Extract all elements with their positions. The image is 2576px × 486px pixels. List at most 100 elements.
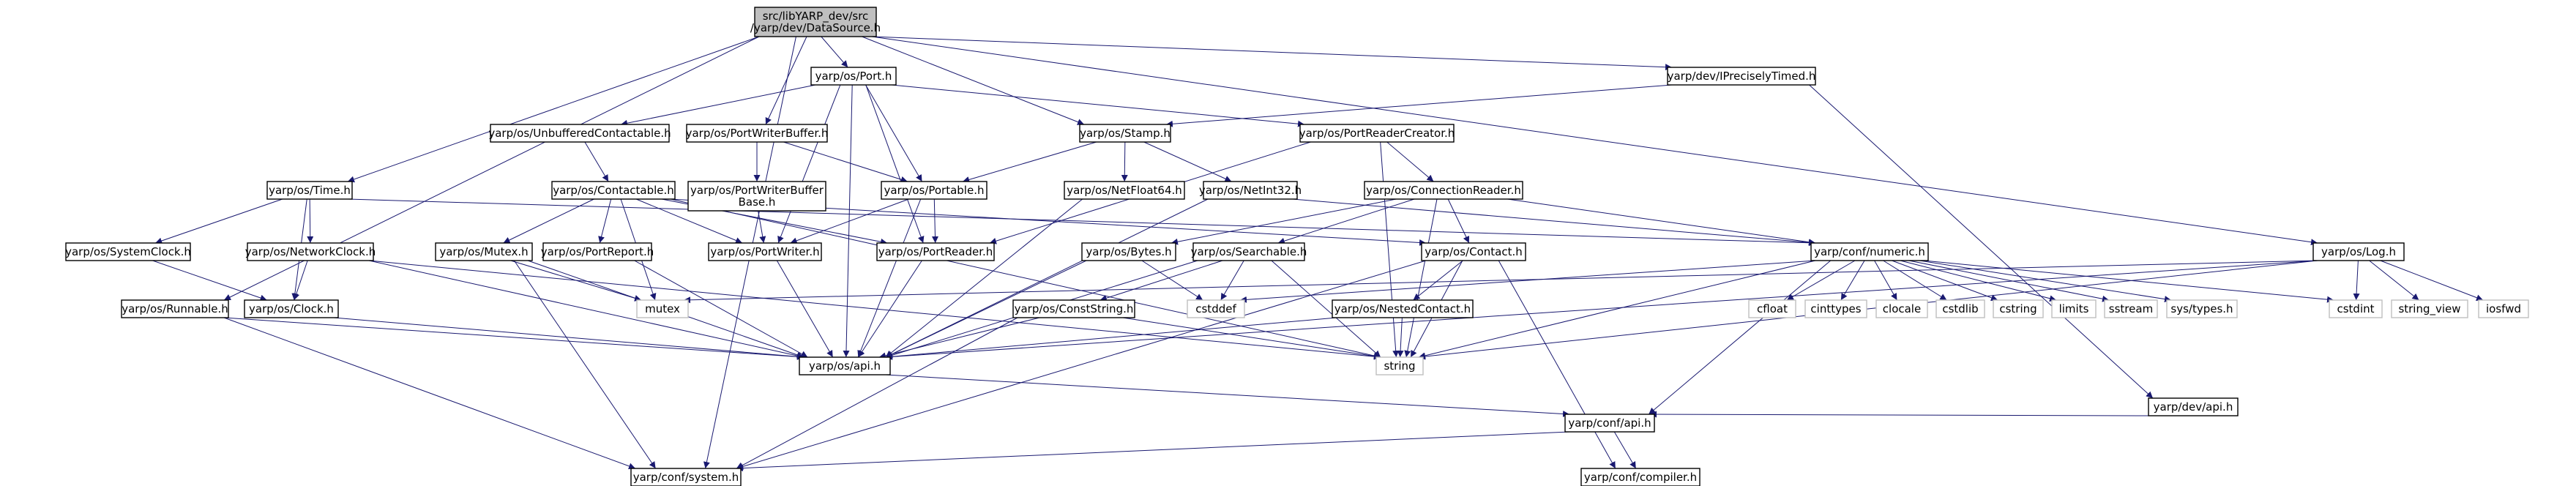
node-numeric[interactable]: yarp/conf/numeric.h — [1810, 242, 1929, 261]
node-box — [1332, 299, 1474, 318]
node-box — [1081, 242, 1176, 261]
node-cstdlib: cstdlib — [1935, 299, 1985, 318]
node-netint32[interactable]: yarp/os/NetInt32.h — [1199, 181, 1302, 200]
edge-unbuffered-to-contactable — [584, 141, 609, 182]
edge-contactable-to-portwriter — [635, 198, 743, 244]
node-mutex: mutex — [636, 299, 689, 318]
node-label: iosfwd — [2486, 302, 2521, 315]
node-box — [1748, 299, 1796, 318]
edge-netfloat64-to-os-api — [885, 198, 1083, 358]
node-unbuffered[interactable]: yarp/os/UnbufferedContactable.h — [488, 124, 671, 143]
node-box — [1187, 299, 1245, 318]
node-mutex-h[interactable]: yarp/os/Mutex.h — [435, 242, 533, 261]
node-label: yarp/os/api.h — [809, 359, 881, 373]
node-portwriter[interactable]: yarp/os/PortWriter.h — [708, 242, 822, 261]
node-nestedcontact[interactable]: yarp/os/NestedContact.h — [1332, 299, 1474, 318]
edge-iprecisely-to-dev-api — [1809, 84, 2154, 399]
edge-nestedcontact-to-string — [1397, 317, 1404, 358]
edge-nestedcontact-to-os-api — [885, 317, 1337, 360]
node-box — [1580, 468, 1700, 486]
edge-bytes-to-os-api — [885, 260, 1087, 358]
node-log[interactable]: yarp/os/Log.h — [2312, 242, 2405, 261]
node-contact[interactable]: yarp/os/Contact.h — [1421, 242, 1526, 261]
edge-port-to-portable — [865, 84, 922, 182]
node-netfloat64[interactable]: yarp/os/NetFloat64.h — [1064, 181, 1185, 200]
edge-numeric-to-sstream — [1908, 260, 2110, 302]
edge-log-to-cstdint — [2353, 260, 2360, 301]
node-root[interactable]: src/libYARP_dev/src/yarp/dev/DataSource.… — [750, 7, 881, 37]
node-port[interactable]: yarp/os/Port.h — [810, 67, 897, 86]
node-label: yarp/conf/numeric.h — [1814, 245, 1925, 258]
node-label: yarp/conf/compiler.h — [1584, 471, 1697, 484]
node-runnable[interactable]: yarp/os/Runnable.h — [121, 299, 229, 318]
node-searchable[interactable]: yarp/os/Searchable.h — [1191, 242, 1307, 261]
node-portwriterbuffer[interactable]: yarp/os/PortWriterBuffer.h — [686, 124, 829, 143]
node-connectionreader[interactable]: yarp/os/ConnectionReader.h — [1364, 181, 1523, 200]
edge-networkclock-to-os-api — [368, 260, 804, 359]
node-clock[interactable]: yarp/os/Clock.h — [244, 299, 339, 318]
node-os-api[interactable]: yarp/os/api.h — [799, 356, 891, 375]
node-conf-api[interactable]: yarp/conf/api.h — [1564, 414, 1655, 433]
node-portreadercreator[interactable]: yarp/os/PortReaderCreator.h — [1299, 124, 1455, 143]
edge-runnable-to-system — [223, 317, 636, 470]
edge-log-to-iosfwd — [2380, 260, 2484, 301]
node-system[interactable]: yarp/conf/system.h — [630, 468, 742, 486]
edge-mutex-h-to-system — [513, 260, 657, 469]
edge-portreport-to-os-api — [634, 260, 808, 358]
node-networkclock[interactable]: yarp/os/NetworkClock.h — [245, 242, 376, 261]
node-label: Base.h — [739, 195, 776, 209]
node-compiler[interactable]: yarp/conf/compiler.h — [1580, 468, 1700, 486]
node-box — [247, 242, 374, 261]
edge-connectionreader-to-numeric — [1507, 198, 1816, 246]
node-bytes[interactable]: yarp/os/Bytes.h — [1081, 242, 1176, 261]
edge-networkclock-to-string — [368, 260, 1381, 360]
node-cstddef: cstddef — [1187, 299, 1245, 318]
node-box — [2166, 299, 2238, 318]
node-dev-api[interactable]: yarp/dev/api.h — [2148, 397, 2239, 416]
edge-log-to-string — [1418, 260, 2318, 360]
node-time[interactable]: yarp/os/Time.h — [266, 181, 353, 200]
edge-os-api-to-conf-api — [885, 374, 1570, 417]
edge-networkclock-to-clock — [293, 260, 308, 301]
edge-log-to-mutex — [683, 260, 2318, 304]
node-box — [636, 299, 689, 318]
edge-root-to-iprecisely — [871, 36, 1673, 71]
node-box — [2051, 299, 2097, 318]
edge-port-to-portreadercreator — [891, 84, 1305, 127]
edge-numeric-to-cinttypes — [1840, 260, 1865, 301]
node-label: yarp/os/SystemClock.h — [65, 245, 191, 258]
node-box — [1421, 242, 1526, 261]
node-box — [687, 181, 826, 212]
node-label: yarp/os/Runnable.h — [122, 302, 228, 315]
edge-log-to-string-view — [2369, 260, 2419, 301]
node-contactable[interactable]: yarp/os/Contactable.h — [551, 181, 676, 200]
edge-numeric-to-systypes — [1919, 260, 2172, 303]
edge-contact-to-nestedcontact — [1413, 260, 1463, 301]
node-label: yarp/os/Portable.h — [884, 184, 985, 197]
node-label: yarp/os/Bytes.h — [1086, 245, 1171, 258]
node-label: cinttypes — [1810, 302, 1861, 315]
edge-port-to-portwriter — [777, 84, 841, 244]
node-systemclock[interactable]: yarp/os/SystemClock.h — [65, 242, 191, 261]
node-box — [2312, 242, 2405, 261]
edge-searchable-to-conststring — [1100, 260, 1223, 302]
edge-netint32-to-numeric — [1292, 198, 1816, 246]
node-box — [1064, 181, 1185, 200]
edge-root-to-log — [871, 36, 2318, 246]
node-portable[interactable]: yarp/os/Portable.h — [881, 181, 988, 200]
node-portreport[interactable]: yarp/os/PortReport.h — [541, 242, 654, 261]
node-conststring[interactable]: yarp/os/ConstString.h — [1012, 299, 1135, 318]
node-iosfwd: iosfwd — [2478, 299, 2529, 318]
edge-conststring-to-os-api — [878, 317, 1040, 359]
node-iprecisely[interactable]: yarp/dev/IPreciselyTimed.h — [1667, 67, 1816, 86]
node-stamp[interactable]: yarp/os/Stamp.h — [1079, 124, 1171, 143]
dependency-edges — [152, 36, 2484, 472]
node-box — [121, 299, 229, 318]
node-label: yarp/os/NetInt32.h — [1199, 184, 1302, 197]
edge-numeric-to-cstdint — [1923, 260, 2334, 303]
edge-portwriterbufferbase-to-portwriter — [758, 210, 766, 244]
node-box — [266, 181, 353, 200]
node-label: cstdlib — [1942, 302, 1978, 315]
node-portreader[interactable]: yarp/os/PortReader.h — [876, 242, 995, 261]
